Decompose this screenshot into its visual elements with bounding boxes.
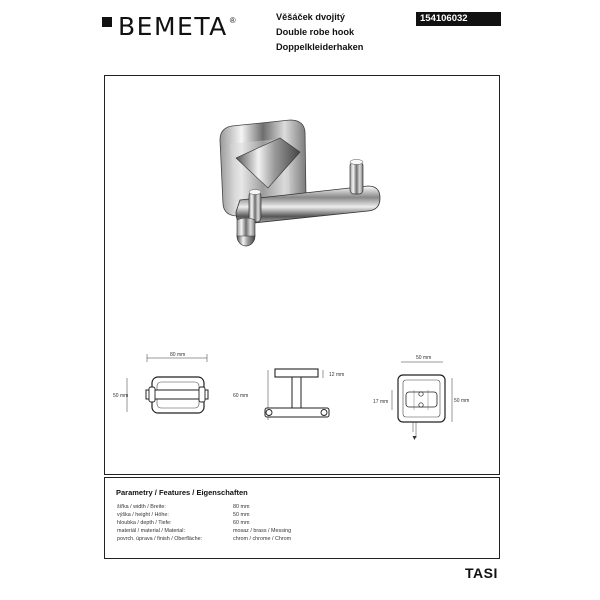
logo-square-icon: [102, 16, 112, 27]
plate-view-drawing: 50 mm 50 mm 17 mm: [373, 355, 469, 440]
brand-name: BEMETA: [118, 12, 228, 41]
dim-side-depth: 12 mm: [329, 372, 344, 378]
spec-label-width: šířka / width / Breite:: [117, 504, 166, 510]
spec-value-width: 80 mm: [233, 504, 250, 510]
spec-value-material: mosaz / brass / Messing: [233, 528, 292, 534]
specs-frame: [104, 477, 500, 559]
product-frame: [104, 75, 500, 475]
spec-label-finish: povrch. úprava / finish / Oberfläche:: [117, 536, 203, 542]
dim-plate-width: 50 mm: [416, 355, 431, 361]
front-view-drawing: 80 mm 50 mm: [113, 352, 209, 414]
spec-label-height: výška / height / Höhe:: [117, 512, 169, 518]
product-titles: Věšáček dvojitý Double robe hook Doppelk…: [276, 10, 363, 55]
title-english: Double robe hook: [276, 27, 355, 37]
brand-logo: BEMETA ®: [102, 12, 236, 41]
spec-value-depth: 60 mm: [233, 520, 250, 526]
product-photo: [219, 119, 381, 247]
dim-plate-offset: 17 mm: [373, 399, 388, 405]
side-view-drawing: 60 mm 12 mm: [233, 368, 344, 420]
series-name: TASI: [465, 565, 498, 581]
dim-side-height: 60 mm: [233, 393, 248, 399]
title-german: Doppelkleiderhaken: [276, 42, 364, 52]
title-czech: Věšáček dvojitý: [276, 12, 345, 22]
spec-value-finish: chrom / chrome / Chrom: [233, 536, 292, 542]
dim-front-width: 80 mm: [170, 352, 185, 358]
dim-front-height: 50 mm: [113, 393, 128, 399]
technical-drawings: 80 mm 50 mm 60 mm 12 mm 50 mm 50 mm 17 m…: [113, 352, 469, 440]
spec-label-depth: hloubka / depth / Tiefe:: [117, 520, 172, 526]
spec-label-material: materiál / material / Material:: [117, 528, 186, 534]
dim-plate-height: 50 mm: [454, 398, 469, 404]
spec-value-height: 50 mm: [233, 512, 250, 518]
registered-mark: ®: [229, 16, 236, 25]
specs-heading: Parametry / Features / Eigenschaften: [116, 488, 248, 497]
product-code: 154106032: [416, 12, 501, 26]
